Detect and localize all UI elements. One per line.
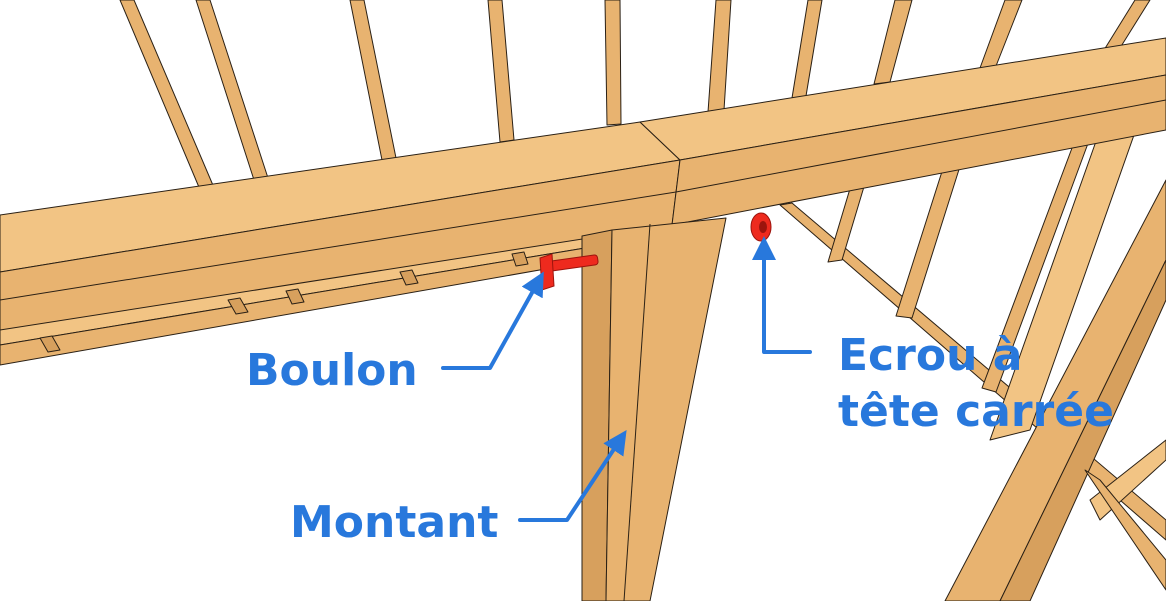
post-front — [605, 217, 727, 601]
arrow-boulon — [441, 271, 544, 370]
rafter-1 — [119, 0, 216, 193]
rafter-4 — [487, 0, 515, 143]
rafter-8 — [873, 0, 913, 85]
post-montant — [581, 217, 727, 601]
rafter-9 — [979, 0, 1023, 69]
label-ecrou: Ecrou à tête carrée — [838, 328, 1114, 440]
background-rafters — [119, 0, 1151, 193]
beam-right-top — [639, 37, 1166, 161]
label-ecrou-line2: tête carrée — [838, 386, 1114, 437]
right-wall-frame — [779, 117, 1166, 601]
callout-arrows — [441, 236, 812, 522]
square-nut — [750, 212, 772, 242]
rafter-7 — [791, 0, 823, 99]
lower-left-rail — [0, 234, 586, 366]
arrow-montant — [518, 429, 627, 522]
post-side — [581, 229, 613, 601]
label-boulon: Boulon — [246, 345, 418, 396]
rafter-5 — [604, 0, 622, 126]
label-ecrou-line1: Ecrou à — [838, 330, 1023, 381]
label-montant: Montant — [290, 497, 499, 548]
rafter-3 — [349, 0, 397, 161]
main-beam-right — [0, 37, 1166, 301]
arrow-ecrou — [752, 236, 812, 354]
rafter-6 — [707, 0, 732, 113]
beam-right-face — [671, 74, 1166, 226]
rafter-2 — [195, 0, 269, 181]
